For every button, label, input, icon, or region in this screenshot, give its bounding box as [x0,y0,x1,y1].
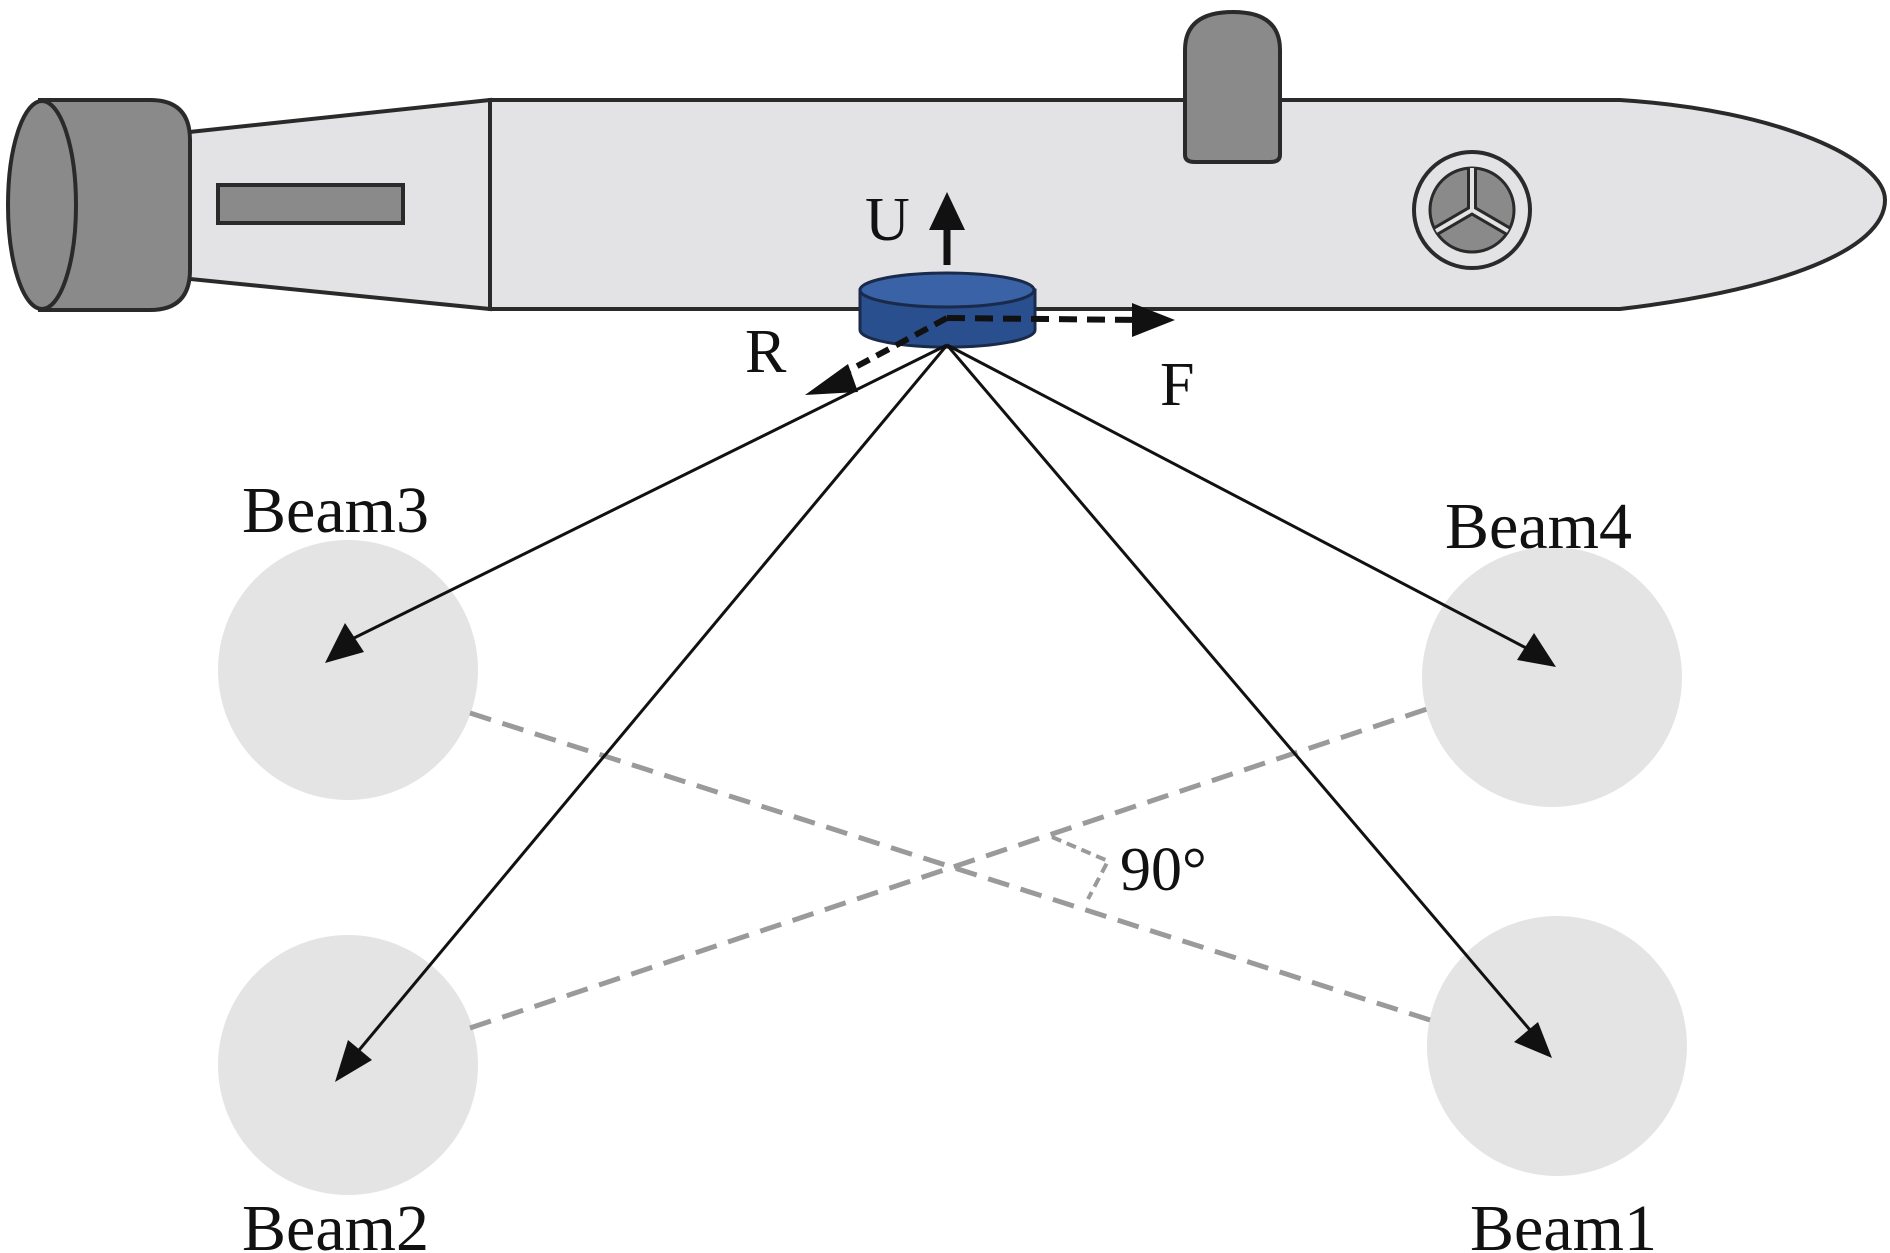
axis-label-up: U [865,186,910,254]
cross-line-beam2-beam4 [469,705,1431,1031]
side-slot [216,183,405,225]
beam2-arrowhead [335,1040,372,1082]
beam3-arrowhead [325,623,364,663]
thruster-icon [1412,150,1532,270]
coordinate-axes [805,192,1175,395]
propeller-housing [38,98,192,312]
axis-label-right: R [745,318,787,386]
beam2-ray [353,344,949,1056]
beam1-ray [945,344,1532,1031]
beam3-label: Beam3 [242,474,429,547]
beam1-footprint [1427,916,1687,1176]
beam3-footprint [218,540,478,800]
beam4-arrowhead [1517,633,1556,667]
beam1-label: Beam1 [1470,1192,1657,1253]
underwater-vehicle [6,9,1888,312]
right-angle-label: 90° [1120,836,1207,904]
cross-line-beam3-beam1 [469,710,1431,1023]
vehicle-mast [1183,9,1282,164]
beam4-footprint [1422,547,1682,807]
beam4-ray [946,343,1531,652]
forward-axis-arrow [946,315,1141,323]
dvl-sensor [858,271,1037,349]
beam2-label: Beam2 [242,1192,429,1253]
beam1-arrowhead [1514,1022,1552,1058]
beam3-ray [349,343,948,642]
propeller-face [6,99,78,311]
vehicle-main-hull [488,98,1888,311]
axis-label-forward: F [1160,351,1194,419]
right-angle-marker [1051,835,1111,900]
beam4-label: Beam4 [1445,490,1632,563]
beam-rays [325,343,1556,1082]
